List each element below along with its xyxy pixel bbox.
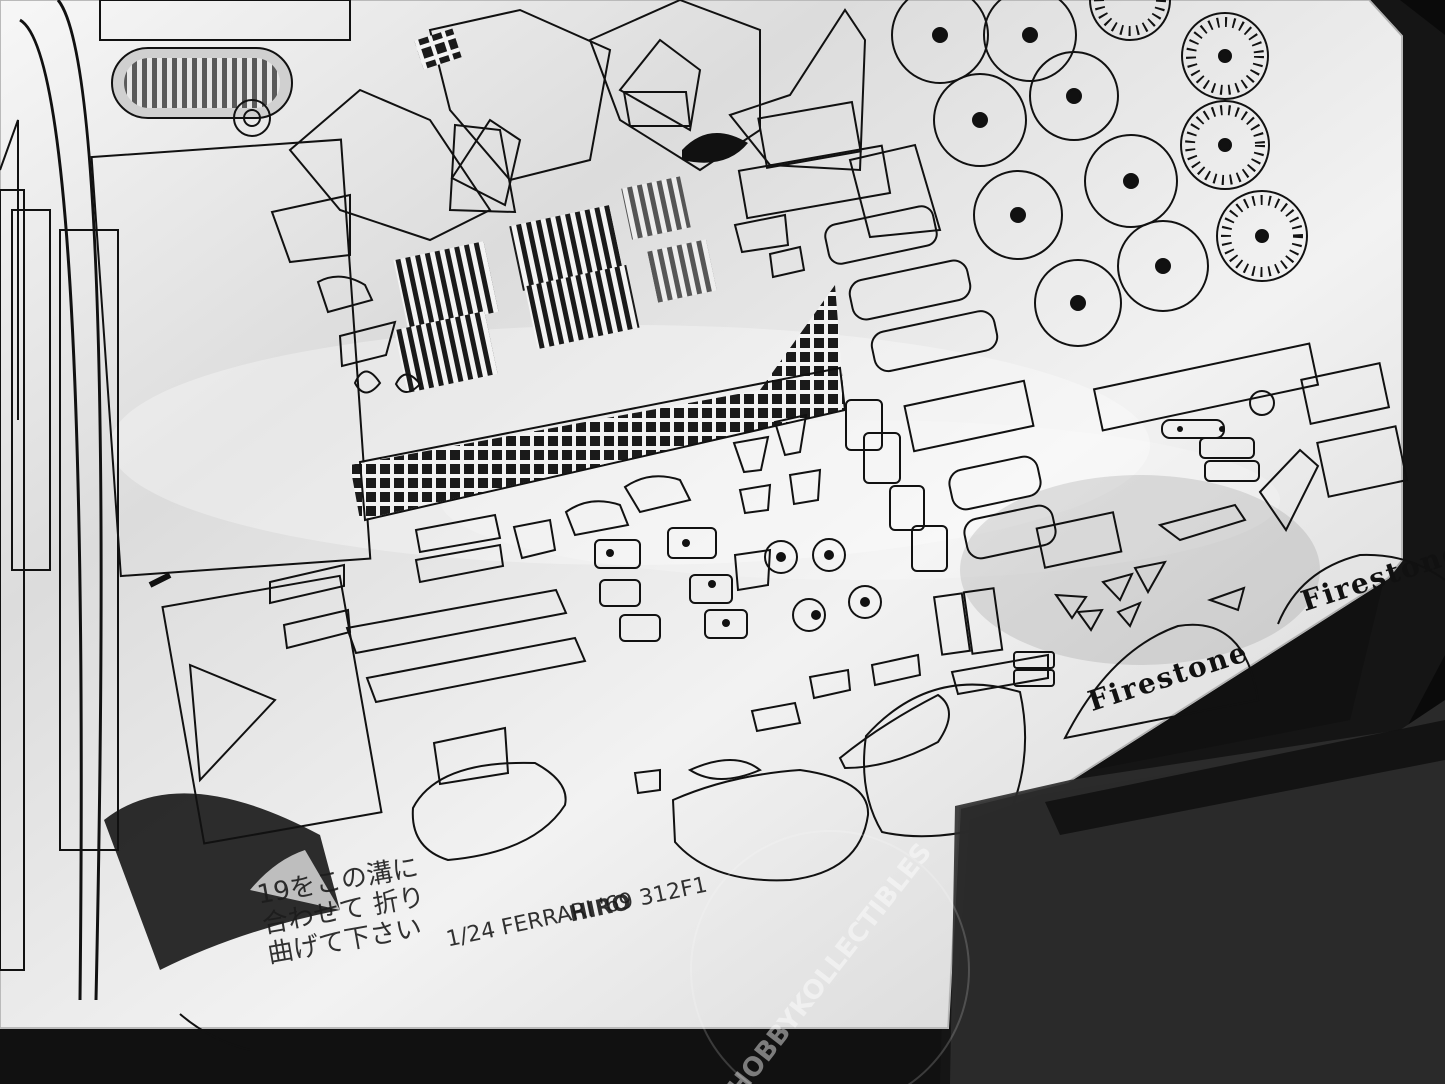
watermark-ring — [690, 830, 970, 1084]
watermark-seal: HOBBYKOLLECTIBLES — [690, 830, 970, 1084]
